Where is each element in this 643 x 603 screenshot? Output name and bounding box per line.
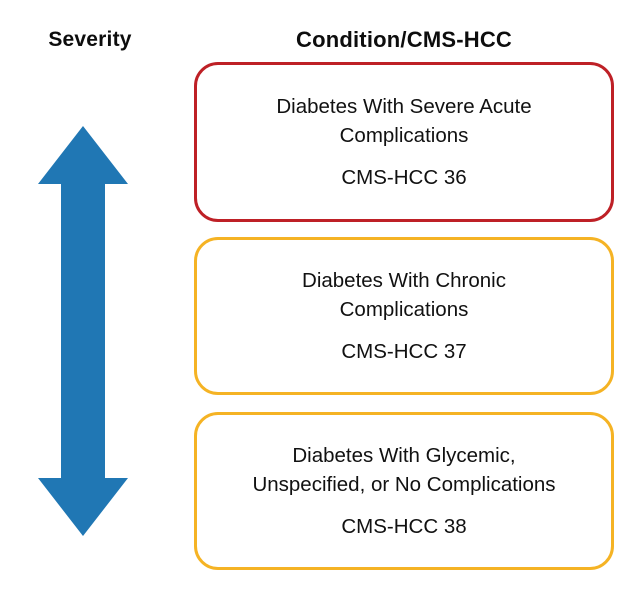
double-headed-vertical-arrow-icon xyxy=(38,126,128,536)
severity-column-header: Severity xyxy=(48,28,132,51)
condition-hcc-code: CMS-HCC 36 xyxy=(341,166,467,189)
condition-column-header: Condition/CMS-HCC xyxy=(295,27,513,52)
condition-card-severe-acute[interactable]: Diabetes With Severe Acute Complications… xyxy=(194,62,614,222)
severity-double-arrow-icon xyxy=(33,126,133,536)
arrow-shape xyxy=(38,126,128,536)
condition-title: Diabetes With Severe Acute Complications xyxy=(276,95,532,147)
condition-card-chronic[interactable]: Diabetes With Chronic Complications CMS-… xyxy=(194,237,614,395)
condition-title: Diabetes With Glycemic, Unspecified, or … xyxy=(252,444,556,496)
condition-hcc-code: CMS-HCC 37 xyxy=(341,340,467,363)
condition-hcc-code: CMS-HCC 38 xyxy=(341,515,467,538)
condition-card-glycemic-unspecified[interactable]: Diabetes With Glycemic, Unspecified, or … xyxy=(194,412,614,570)
condition-title: Diabetes With Chronic Complications xyxy=(302,269,506,321)
